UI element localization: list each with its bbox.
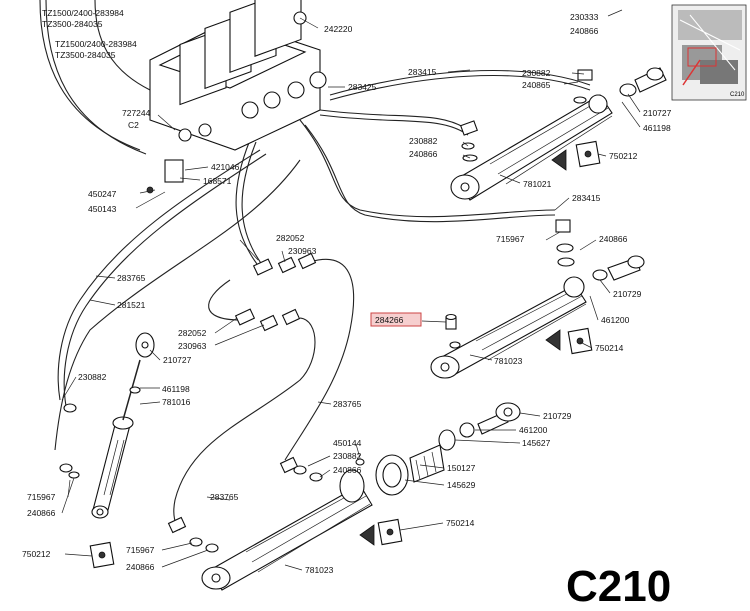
label-461198-l: 461198 — [162, 384, 190, 394]
label-240866-b: 240866 — [409, 149, 438, 159]
label-281521: 281521 — [117, 300, 146, 310]
label-230963-b: 230963 — [178, 341, 207, 351]
label-230882-a: 230882 — [522, 68, 551, 78]
diagram-code: C210 — [566, 562, 671, 611]
leader-lines — [61, 9, 641, 571]
label-145627: 145627 — [522, 438, 551, 448]
label-230882-l: 230882 — [78, 372, 107, 382]
label-210729-b: 210729 — [543, 411, 572, 421]
label-450247: 450247 — [88, 189, 117, 199]
label-240866-c: 240866 — [333, 465, 362, 475]
label-750214-b: 750214 — [446, 518, 475, 528]
label-230882-b: 230882 — [409, 136, 438, 146]
part-labels: TZ1500/2400-283984 TZ3500-284035 TZ1500/… — [22, 8, 672, 611]
label-240866-bb: 240866 — [126, 562, 155, 572]
label-283415-a: 283415 — [408, 67, 437, 77]
label-283765-a: 283765 — [117, 273, 146, 283]
label-750212-l: 750212 — [22, 549, 51, 559]
label-750214-r: 750214 — [595, 343, 624, 353]
label-750212-r: 750212 — [609, 151, 638, 161]
tee-fittings — [167, 252, 323, 553]
clamps — [89, 140, 601, 569]
label-781021: 781021 — [523, 179, 552, 189]
cylinder-781021 — [450, 67, 667, 201]
label-715967-l: 715967 — [27, 492, 56, 502]
label-145629: 145629 — [447, 480, 476, 490]
label-242220: 242220 — [324, 24, 353, 34]
cylinder-781016-left — [59, 332, 155, 519]
label-284266: 284266 — [375, 315, 404, 325]
label-240866-r: 240866 — [599, 234, 628, 244]
label-450143: 450143 — [88, 204, 117, 214]
label-282052-a: 282052 — [276, 233, 305, 243]
label-tz1500-a: TZ1500/2400-283984 — [42, 8, 124, 18]
label-210727-r: 210727 — [643, 108, 672, 118]
label-727244: 727244 — [122, 108, 151, 118]
label-461200-r: 461200 — [601, 315, 630, 325]
label-230882-c: 230882 — [333, 451, 362, 461]
label-168571: 168571 — [203, 176, 232, 186]
label-781023-b: 781023 — [305, 565, 334, 575]
label-150127: 150127 — [447, 463, 476, 473]
cylinder-781023-middle — [430, 219, 645, 379]
label-283765-b: 283765 — [333, 399, 362, 409]
label-283415-b: 283415 — [572, 193, 601, 203]
label-230333: 230333 — [570, 12, 599, 22]
label-781016: 781016 — [162, 397, 191, 407]
label-283425: 283425 — [348, 82, 377, 92]
highlight-box-284266 — [370, 312, 422, 327]
label-210727-l: 210727 — [163, 355, 192, 365]
label-450144: 450144 — [333, 438, 362, 448]
label-240865: 240865 — [522, 80, 551, 90]
hoses — [39, 0, 591, 531]
label-283765-c: 283765 — [210, 492, 239, 502]
label-210729-r: 210729 — [613, 289, 642, 299]
label-421046: 421046 — [211, 162, 240, 172]
label-715967-b: 715967 — [126, 545, 155, 555]
thumbnail-code: C210 — [730, 92, 745, 98]
label-240866-l: 240866 — [27, 508, 56, 518]
part-284266 — [445, 313, 457, 330]
label-230963-a: 230963 — [288, 246, 317, 256]
label-240866-tr: 240866 — [570, 26, 599, 36]
label-461200-b: 461200 — [519, 425, 548, 435]
label-c2: C2 — [128, 120, 139, 130]
cylinder-781023-bottom — [201, 402, 521, 591]
label-tz1500-b: TZ1500/2400-283984 — [55, 39, 137, 49]
label-tz3500-b: TZ3500-284035 — [55, 50, 116, 60]
label-715967-r: 715967 — [496, 234, 525, 244]
label-tz3500-a: TZ3500-284035 — [42, 19, 103, 29]
label-461198-r: 461198 — [643, 123, 671, 133]
valve-block-assembly — [146, 0, 327, 194]
label-781023-a: 781023 — [494, 356, 523, 366]
label-282052-b: 282052 — [178, 328, 207, 338]
locator-thumbnail: C210 — [671, 4, 747, 101]
